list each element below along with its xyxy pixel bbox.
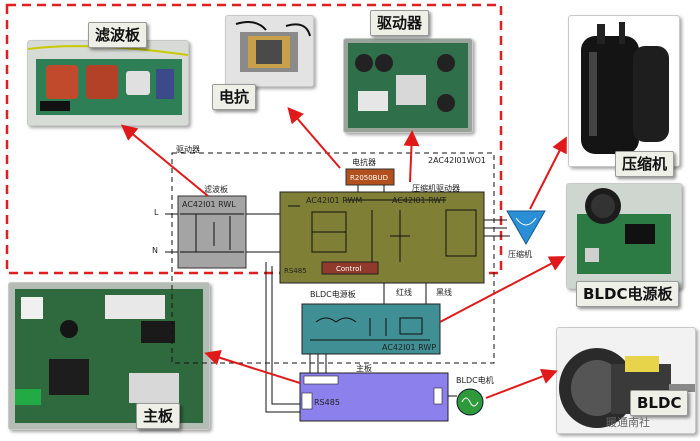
- main-board-photo: [8, 282, 210, 430]
- filter-board-callout: 滤波板: [88, 22, 148, 48]
- driver-callout: 驱动器: [370, 10, 430, 36]
- reactor-part-label: R2050BUD: [350, 174, 388, 182]
- bldc-power-board-callout: BLDC电源板: [576, 281, 680, 307]
- rwm-label: AC42I01 RWM: [306, 196, 363, 205]
- bldc-motor-label: BLDC电机: [456, 376, 494, 385]
- watermark: 暖通南社: [606, 416, 650, 429]
- main-board-label: 主板: [356, 364, 372, 373]
- filter-part-label: AC42I01 RWL: [182, 200, 236, 209]
- control-block: [321, 261, 379, 275]
- bldc-power-board-label: BLDC电源板: [310, 290, 356, 299]
- red-wire-label: 红线: [396, 288, 412, 297]
- filter-board-photo: [27, 40, 189, 126]
- compressor-symbol: [506, 210, 546, 246]
- reactor-callout: 电抗: [212, 84, 257, 110]
- reactor-block: [345, 168, 395, 186]
- rwt-label: AC42I01 RWT: [392, 196, 447, 205]
- rs485-top-label: RS485: [284, 267, 307, 275]
- comp-driver-label: 压缩机驱动器: [412, 184, 460, 193]
- reactor-label: 电抗器: [352, 158, 376, 167]
- driver-group-boundary: [171, 152, 495, 364]
- filter-board-label: 滤波板: [204, 185, 228, 194]
- compressor-photo: [568, 15, 680, 167]
- reactor-photo: [225, 15, 314, 87]
- bldc-power-board-photo: [566, 183, 682, 289]
- control-label: Control: [336, 265, 362, 273]
- driver-group-label: 驱动器: [176, 145, 200, 154]
- compressor-callout: 压缩机: [615, 151, 675, 177]
- filter-board-block: [177, 195, 247, 269]
- outdoor-unit-boundary: [5, 3, 503, 275]
- line-n-label: N: [152, 246, 158, 255]
- driver-board-block: [279, 191, 485, 284]
- driver-model-label: 2AC42I01WO1: [428, 156, 487, 165]
- bldc-power-board-block: [301, 303, 441, 355]
- line-l-label: L: [154, 208, 159, 217]
- compressor-symbol-label: 压缩机: [508, 250, 532, 259]
- driver-photo: [343, 38, 473, 133]
- black-wire-label: 黑线: [436, 288, 452, 297]
- bldc-callout: BLDC: [630, 390, 689, 416]
- rs485-bottom-label: RS485: [314, 398, 340, 407]
- main-board-callout: 主板: [136, 403, 181, 429]
- rwp-label: AC42I01 RWP: [382, 343, 437, 352]
